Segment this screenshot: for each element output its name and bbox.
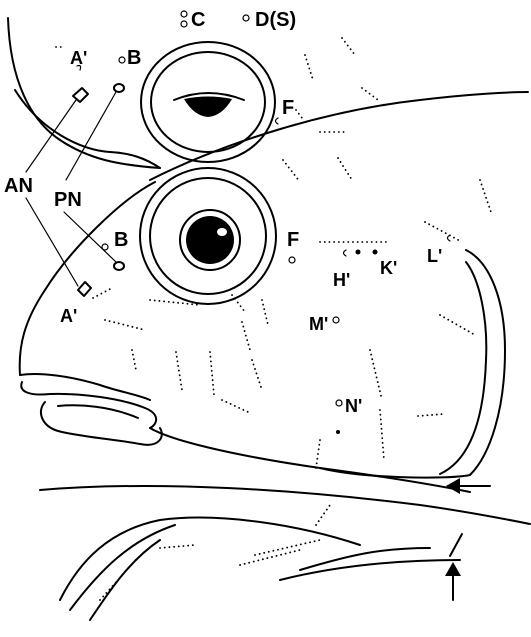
pore-k-2 bbox=[373, 250, 378, 255]
label-h: H' bbox=[333, 270, 350, 290]
pores-nape-3 bbox=[283, 160, 300, 182]
lateral-view bbox=[20, 92, 530, 620]
lower-jaw-lip bbox=[58, 405, 138, 418]
pores-opercle-4 bbox=[440, 315, 475, 335]
head-profile bbox=[20, 182, 155, 375]
pores-preopercle-1 bbox=[262, 300, 268, 325]
label-m: M' bbox=[309, 314, 328, 334]
dorsal-eye-pupil bbox=[184, 97, 232, 118]
pores-fin-base bbox=[100, 580, 118, 600]
lateral-anterior-nostril bbox=[78, 282, 91, 296]
pore-h bbox=[344, 250, 347, 256]
lateral-posterior-nostril bbox=[114, 262, 124, 270]
pores-pectoral-4 bbox=[316, 505, 330, 525]
dorsal-pores-3 bbox=[362, 88, 378, 100]
pores-supratemporal-right bbox=[425, 222, 462, 242]
pore-m bbox=[333, 317, 339, 323]
pores-pectoral-2 bbox=[240, 550, 300, 565]
pore-f bbox=[289, 257, 295, 263]
pores-nape-2 bbox=[338, 158, 352, 180]
label-b-top: B bbox=[127, 47, 141, 69]
pores-opercle-3 bbox=[418, 414, 444, 416]
pores-suborbital-1 bbox=[105, 320, 145, 330]
pores-preopercle-2 bbox=[242, 322, 250, 350]
pelvic-line bbox=[280, 560, 460, 580]
pore-d bbox=[243, 15, 249, 21]
pore-n bbox=[336, 400, 342, 406]
dorsal-pores-1 bbox=[342, 38, 355, 55]
pores-dorsal-right bbox=[480, 180, 492, 215]
label-pn: PN bbox=[54, 189, 82, 211]
label-c: C bbox=[191, 9, 205, 31]
pectoral-base bbox=[60, 518, 360, 600]
label-f-top: F bbox=[282, 97, 294, 119]
pores-snout bbox=[93, 288, 112, 298]
dorsal-view bbox=[8, 11, 378, 168]
pores-opercle-1 bbox=[370, 350, 382, 400]
pores-mandible-2 bbox=[176, 352, 182, 390]
label-f: F bbox=[287, 229, 299, 251]
pores-opercle-2 bbox=[380, 410, 384, 460]
label-d-s: D(S) bbox=[255, 9, 296, 31]
an-leader-top bbox=[26, 100, 76, 172]
dorsal-anterior-nostril bbox=[73, 88, 88, 102]
label-l: L' bbox=[427, 246, 442, 266]
lateral-eye-highlight bbox=[217, 228, 227, 236]
pore-c-lower bbox=[181, 21, 187, 27]
label-n: N' bbox=[345, 396, 362, 416]
pore-f-top bbox=[276, 118, 279, 124]
dorsal-pores-4 bbox=[296, 110, 302, 118]
label-a-top: A' bbox=[70, 48, 87, 68]
pores-mandible-4 bbox=[252, 360, 262, 390]
pore-n-lower bbox=[336, 430, 340, 434]
label-an: AN bbox=[4, 175, 33, 197]
pores-throat bbox=[316, 440, 320, 468]
arrow-up bbox=[445, 562, 461, 600]
dorsal-posterior-nostril bbox=[114, 84, 124, 92]
pores-mandible-3 bbox=[210, 352, 214, 395]
pore-b-top bbox=[119, 57, 125, 63]
throat-line bbox=[150, 428, 470, 492]
pelvic-line-2 bbox=[300, 548, 430, 570]
pores-pectoral-1 bbox=[255, 540, 320, 555]
pore-k-1 bbox=[356, 250, 361, 255]
opercle-inner bbox=[440, 262, 486, 474]
label-k: K' bbox=[380, 258, 397, 278]
label-b: B bbox=[114, 229, 128, 251]
dorsal-pores-2 bbox=[305, 55, 313, 80]
an-leader-bottom bbox=[26, 198, 78, 286]
pores-pectoral-3 bbox=[160, 545, 195, 548]
pores-mandible-1 bbox=[132, 350, 136, 370]
pn-leader-top bbox=[66, 92, 116, 180]
pores-mandible-5 bbox=[222, 400, 248, 412]
label-a: A' bbox=[60, 306, 77, 326]
pore-c-upper bbox=[181, 11, 187, 17]
pectoral-ray-1 bbox=[70, 525, 175, 610]
gill-slit bbox=[450, 534, 462, 556]
lateral-pupil bbox=[186, 216, 234, 264]
